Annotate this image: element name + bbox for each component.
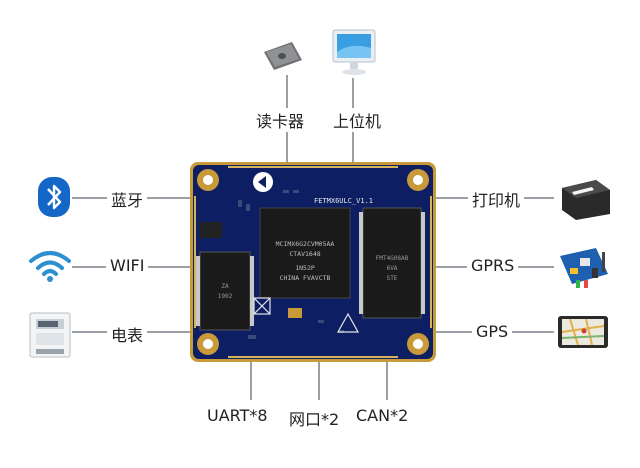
label-wifi: WIFI [106,256,149,275]
label-uart: UART*8 [203,406,272,425]
flash-marking-3: STE [387,275,398,282]
label-host-pc: 上位机 [329,108,386,132]
flash-marking-2: 6VA [387,265,398,272]
cpu-marking-1: MCIMX6G2CVM05AA [276,240,335,248]
label-bluetooth: 蓝牙 [107,187,148,211]
core-board: MCIMX6G2CVM05AA CTAV1648 1N52P CHINA FVA… [190,162,436,362]
label-gps: GPS [472,322,513,341]
wifi-icon [29,251,71,282]
warning-mark-icon [336,312,360,333]
label-card-reader: 读卡器 [252,108,309,132]
label-can: CAN*2 [352,406,413,425]
line-ethernet [318,362,320,400]
mounting-holes [197,169,429,355]
cpu-marking-4: CHINA FVAVCTB [280,274,331,282]
bluetooth-icon [38,177,70,217]
gps-device-icon [558,316,608,348]
label-meter: 电表 [107,322,148,346]
cpu-marking-3: 1N52P [295,264,315,272]
board-silkscreen: FETMX6ULC_V1.1 [314,197,373,205]
printer-icon [562,180,610,220]
ram-marking-2: 1902 [218,293,233,300]
flash-marking-1: FMT4G08AB [376,255,409,262]
label-gprs: GPRS [467,256,519,275]
cpu-chip [259,207,351,299]
card-reader-icon [264,42,302,70]
line-uart [250,362,252,400]
line-can [386,362,388,400]
meter-icon [29,312,71,358]
host-pc-icon [332,29,376,75]
recycle-bin-mark-icon [253,297,271,315]
ram-marking-1: ZA [221,283,229,290]
label-ethernet: 网口*2 [285,406,344,430]
flash-chip [362,207,422,319]
cpu-marking-2: CTAV1648 [289,250,320,258]
label-printer: 打印机 [468,187,525,211]
ram-chip [199,251,251,331]
gprs-module-icon [560,248,608,288]
